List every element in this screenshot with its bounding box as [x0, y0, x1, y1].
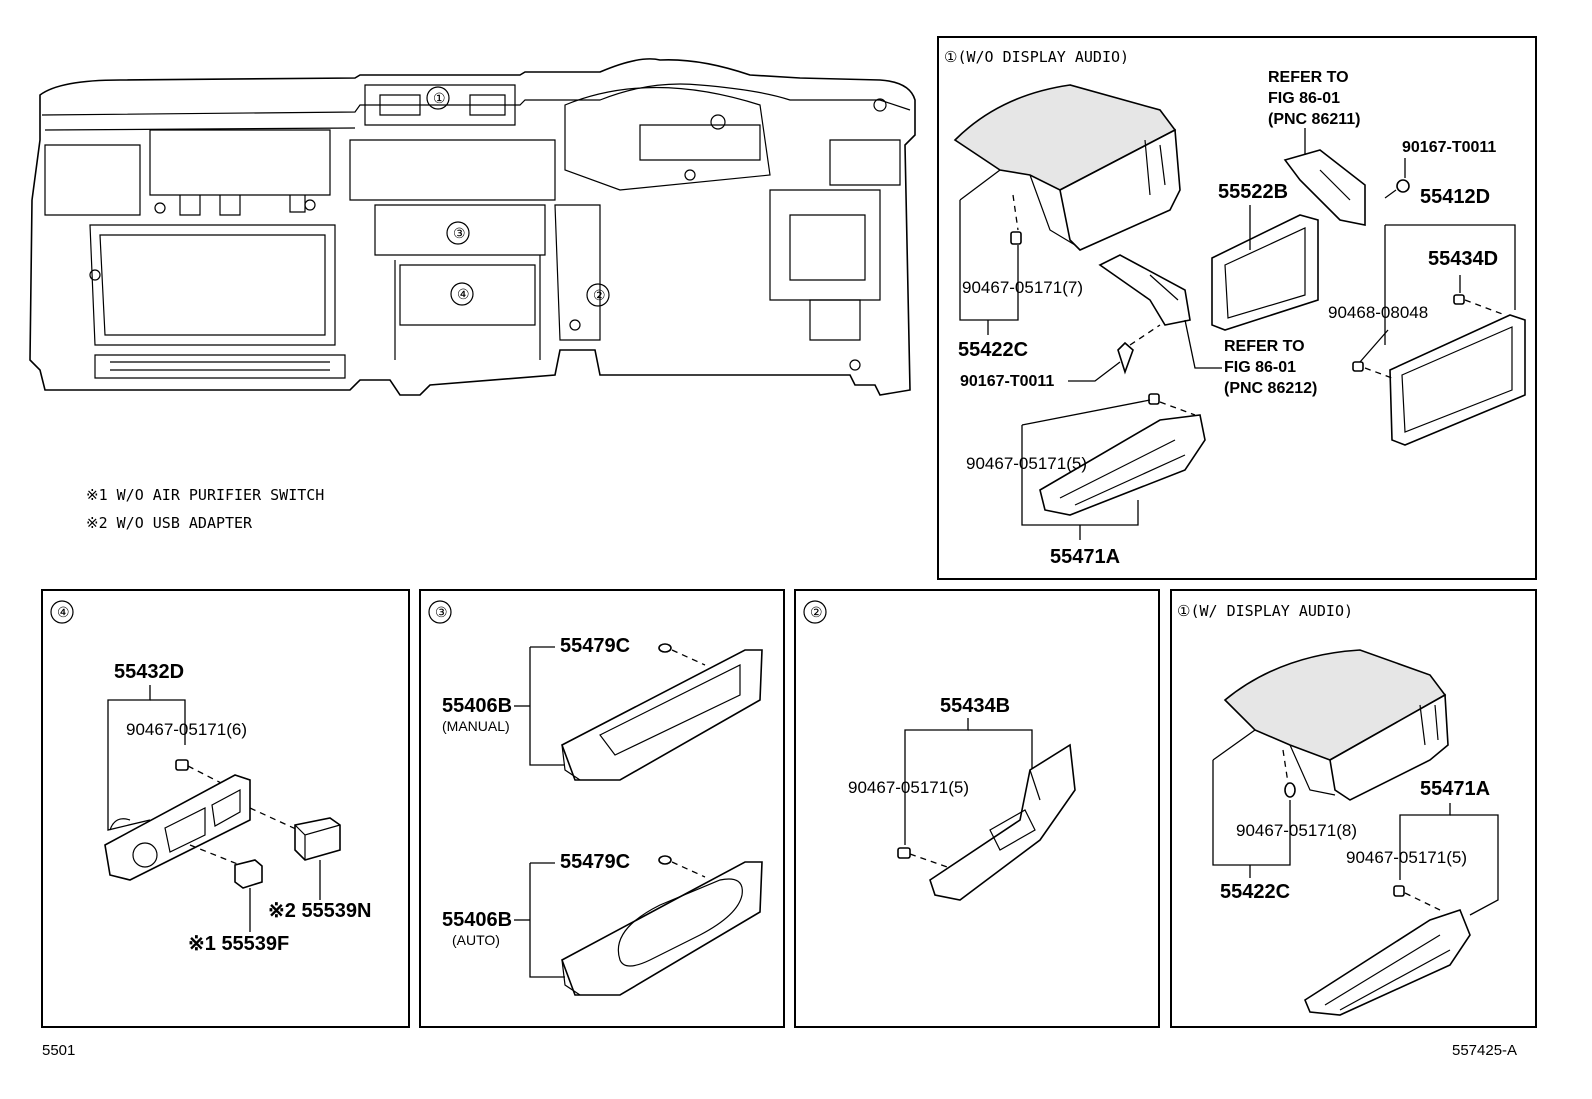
refer1-line3: (PNC 86211) [1268, 111, 1361, 128]
label-55522B: 55522B [1218, 181, 1288, 203]
callout-2-label: ② [593, 287, 606, 303]
panel-4-title: ④ [57, 604, 70, 620]
label-90467-05171-6: 90467-05171(6) [126, 720, 247, 739]
label-55434B: 55434B [940, 695, 1010, 717]
callout-1: ① [426, 86, 450, 110]
bracket-86211 [1283, 149, 1366, 226]
label-55471A-w: 55471A [1420, 778, 1490, 800]
label-55422C-w: 55422C [1220, 881, 1290, 903]
callout-3-label: ③ [453, 225, 466, 241]
label-manual: (MANUAL) [442, 718, 510, 734]
callout-1-label: ① [433, 90, 446, 106]
note-air-purifier: ※1 W/O AIR PURIFIER SWITCH [86, 486, 324, 504]
part-55539F [234, 859, 263, 889]
panel-wo-display-audio-title: ①(W/O DISPLAY AUDIO) [944, 48, 1129, 66]
part-55539N [294, 817, 341, 861]
label-55479C-manual: 55479C [560, 635, 630, 657]
refer1-line1: REFER TO [1268, 69, 1349, 86]
label-55412D: 55412D [1420, 186, 1490, 208]
label-90467-05171-5-wo: 90467-05171(5) [966, 454, 1087, 473]
label-55406B-auto: 55406B [442, 909, 512, 931]
refer2-line3: (PNC 86212) [1224, 380, 1317, 397]
label-90467-05171-7: 90467-05171(7) [962, 278, 1083, 297]
part-55471A-w [1304, 909, 1471, 1016]
clip-90467-05171-8 [1284, 782, 1296, 798]
clip-90467-05171-5-p2 [897, 847, 911, 859]
panel-3-frame [419, 589, 785, 1028]
part-55434B [929, 743, 1076, 901]
clip-90468-08048 [1352, 361, 1364, 372]
label-55434D: 55434D [1428, 248, 1498, 270]
panel-4-frame [41, 589, 410, 1028]
part-55471A-wo [1039, 414, 1206, 516]
part-55406B-manual [561, 649, 763, 781]
label-55422C-wo: 55422C [958, 339, 1028, 361]
clip-90467-05171-5-wo [1148, 393, 1160, 405]
clip-55434D [1453, 294, 1465, 305]
callout-3: ③ [446, 221, 470, 245]
callout-2: ② [586, 283, 610, 307]
label-55539N: ※2 55539N [268, 900, 372, 922]
panel-3-title: ③ [435, 604, 448, 620]
panel-w-display-audio-title: ①(W/ DISPLAY AUDIO) [1177, 602, 1353, 620]
footer-page-code: 5501 [42, 1042, 75, 1059]
label-90467-05171-5-p2: 90467-05171(5) [848, 778, 969, 797]
panel-2-title: ② [810, 604, 823, 620]
label-90467-05171-8: 90467-05171(8) [1236, 821, 1357, 840]
panel-w-display-audio-frame [1170, 589, 1537, 1028]
instrument-panel-assembly [29, 58, 916, 396]
part-55422C-w [1223, 649, 1449, 801]
label-55539F: ※1 55539F [188, 933, 289, 955]
refer2-line2: FIG 86-01 [1224, 359, 1296, 376]
note-usb-adapter: ※2 W/O USB ADAPTER [86, 514, 253, 532]
refer1-line2: FIG 86-01 [1268, 90, 1340, 107]
callout-4-label: ④ [457, 286, 470, 302]
refer2-line1: REFER TO [1224, 338, 1305, 355]
clip-55479C-auto [658, 855, 672, 865]
panel-2-frame [794, 589, 1160, 1028]
clip-90467-05171-6 [175, 759, 189, 771]
part-55406B-auto [561, 861, 763, 996]
clip-90467-05171-7 [1010, 231, 1022, 245]
label-auto: (AUTO) [452, 932, 500, 948]
part-55522B [1211, 214, 1319, 331]
label-55406B-manual: 55406B [442, 695, 512, 717]
label-55479C-auto: 55479C [560, 851, 630, 873]
clip-55479C-manual [658, 643, 672, 653]
callout-4: ④ [450, 282, 474, 306]
panel-wo-display-audio-frame [937, 36, 1537, 580]
screw-90167-T0011-top [1384, 179, 1410, 199]
footer-figure-id: 557425-A [1452, 1042, 1517, 1059]
label-55471A-wo: 55471A [1050, 546, 1120, 568]
part-55432D [104, 774, 251, 881]
label-55432D: 55432D [114, 661, 184, 683]
part-55434D [1389, 314, 1526, 446]
label-90167-T0011-top: 90167-T0011 [1402, 139, 1496, 156]
screw-90167-T0011-bottom [1117, 324, 1161, 375]
label-90167-T0011-bottom: 90167-T0011 [960, 373, 1054, 390]
label-90468-08048: 90468-08048 [1328, 303, 1428, 322]
clip-90467-05171-5-w [1393, 885, 1405, 897]
bracket-86212 [1098, 254, 1191, 326]
part-55422C-wo [953, 84, 1181, 251]
label-90467-05171-5-w: 90467-05171(5) [1346, 848, 1467, 867]
